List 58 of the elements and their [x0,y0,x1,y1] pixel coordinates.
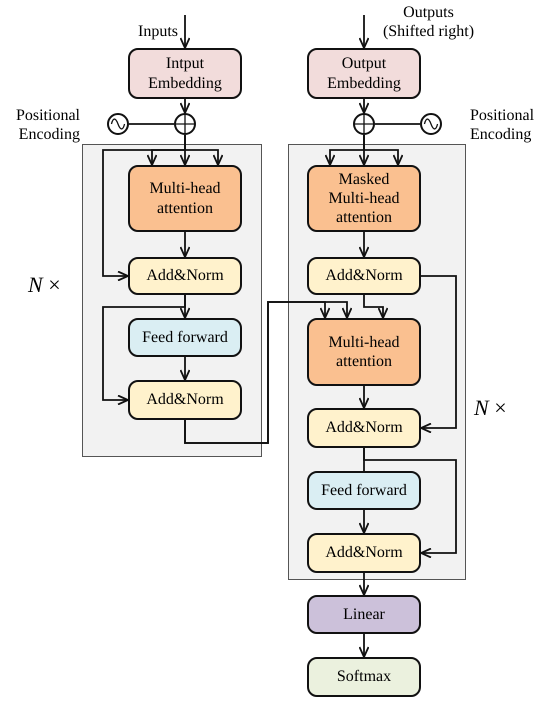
arrow [358,15,370,49]
side-label: Positional Encoding [14,106,80,144]
arrow [420,275,457,434]
box-label: Add&Norm [325,266,403,286]
linear-box [307,595,421,634]
repeat-label: N × [474,395,508,422]
connector-line [375,123,420,125]
box-label: Add&Norm [146,266,224,286]
arrow [363,135,404,166]
arrow [358,232,370,258]
box-label: Multi-head attention [148,179,222,218]
box-label: Softmax [336,667,392,687]
box-label: Add&Norm [325,543,403,563]
attention-box [307,318,421,386]
arrow [358,510,370,534]
positional-encoding-circle [420,113,442,135]
add-norm-box [128,257,242,295]
attention-box [307,165,421,232]
side-label: Positional Encoding [470,106,536,144]
add-norm-box [307,408,421,448]
adder-circle [353,113,375,135]
edge-label: Inputs [137,22,178,42]
add-norm-box [307,257,421,295]
arrow [180,15,190,49]
box-label: Output Embedding [326,54,402,93]
arrow [358,386,370,409]
arrow [363,448,457,558]
add-norm-box [128,380,242,420]
arrow [363,295,388,319]
arrow [358,634,370,658]
box-label: Add&Norm [325,418,403,438]
box-label: Feed forward [142,328,228,348]
feed-forward-box [128,318,242,357]
repeat-label: N × [28,272,62,298]
arrow [180,232,190,258]
layer-panel [82,144,262,457]
arrow [180,357,190,381]
arrow [102,295,186,406]
box-label: Intput Embedding [147,54,223,93]
adder-circle [174,113,196,135]
softmax-box [307,657,421,697]
connector-line [129,123,174,125]
positional-encoding-circle [107,113,129,135]
box-label: Feed forward [321,480,407,500]
edge-label: Outputs (Shifted right) [382,3,476,42]
arrow [358,99,370,114]
embedding-box [128,48,242,99]
box-label: Linear [343,604,385,624]
arrow [358,573,370,596]
add-norm-box [307,533,421,573]
attention-box [128,165,242,232]
box-label: Add&Norm [146,390,224,410]
layer-panel [288,144,466,580]
box-label: Masked Multi-head attention [327,170,401,228]
feed-forward-box [307,471,421,510]
box-label: Multi-head attention [327,332,401,372]
embedding-box [307,48,421,99]
arrow [180,99,190,114]
